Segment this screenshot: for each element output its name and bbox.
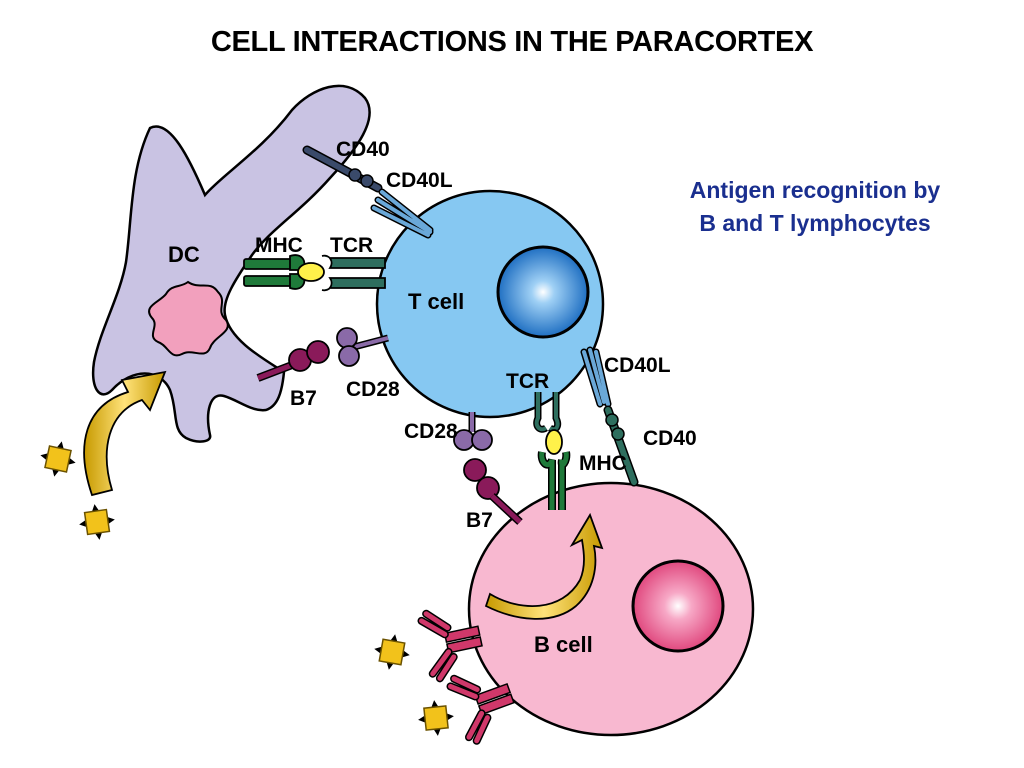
internalization-arrow-icon xyxy=(83,370,167,497)
cd28-t-bottom-receptor xyxy=(453,412,493,451)
label-mhc-b: MHC xyxy=(579,452,627,475)
antigen-icon xyxy=(35,436,81,482)
label-tcr-t-left: TCR xyxy=(330,234,373,257)
label-cd40-b: CD40 xyxy=(643,427,697,450)
label-b-cell: B cell xyxy=(534,632,593,657)
label-tcr-t-bottom: TCR xyxy=(506,370,549,393)
tcr-t-bottom-receptor xyxy=(533,392,562,433)
antigen-icon xyxy=(370,630,414,674)
b-cell xyxy=(467,481,755,737)
b-cell-nucleus xyxy=(631,559,725,653)
label-mhc-dc: MHC xyxy=(255,234,303,257)
antibody-icon xyxy=(417,609,483,683)
antigen-icon xyxy=(415,697,457,739)
subtitle: Antigen recognition by B and T lymphocyt… xyxy=(640,174,990,240)
label-cd28-t-bottom: CD28 xyxy=(404,420,458,443)
cd40-dc-receptor xyxy=(302,145,383,193)
processed-antigen-icon xyxy=(148,280,229,357)
b7-b-receptor xyxy=(463,458,523,525)
page-title: CELL INTERACTIONS IN THE PARACORTEX xyxy=(210,26,814,58)
label-t-cell: T cell xyxy=(408,289,464,314)
subtitle-line-1: Antigen recognition by xyxy=(689,177,941,203)
label-b7-b: B7 xyxy=(466,509,493,532)
tcr-t-left-receptor xyxy=(321,254,386,292)
antibody-icon xyxy=(446,674,515,745)
internalization-arrow-icon xyxy=(484,512,604,620)
mhc-dc-receptor xyxy=(243,254,325,290)
label-cd40-dc: CD40 xyxy=(336,138,390,161)
subtitle-line-2: B and T lymphocytes xyxy=(699,210,931,236)
mhc-b-receptor xyxy=(537,429,571,510)
cd40-b-receptor xyxy=(603,405,639,487)
t-cell xyxy=(375,189,605,419)
cd28-t-left-receptor xyxy=(336,327,389,367)
cd40l-t-bottom-receptor xyxy=(580,346,612,408)
cd40l-t-top-receptor xyxy=(370,188,434,239)
t-cell-nucleus xyxy=(496,245,590,339)
label-cd40l-t-top: CD40L xyxy=(386,169,453,192)
label-dc: DC xyxy=(168,242,200,267)
dendritic-cell xyxy=(91,84,371,443)
antigen-icon xyxy=(75,500,119,544)
label-b7-dc: B7 xyxy=(290,387,317,410)
label-cd40l-t-bottom: CD40L xyxy=(604,354,671,377)
b7-dc-receptor xyxy=(256,340,330,382)
label-cd28-t-left: CD28 xyxy=(346,378,400,401)
